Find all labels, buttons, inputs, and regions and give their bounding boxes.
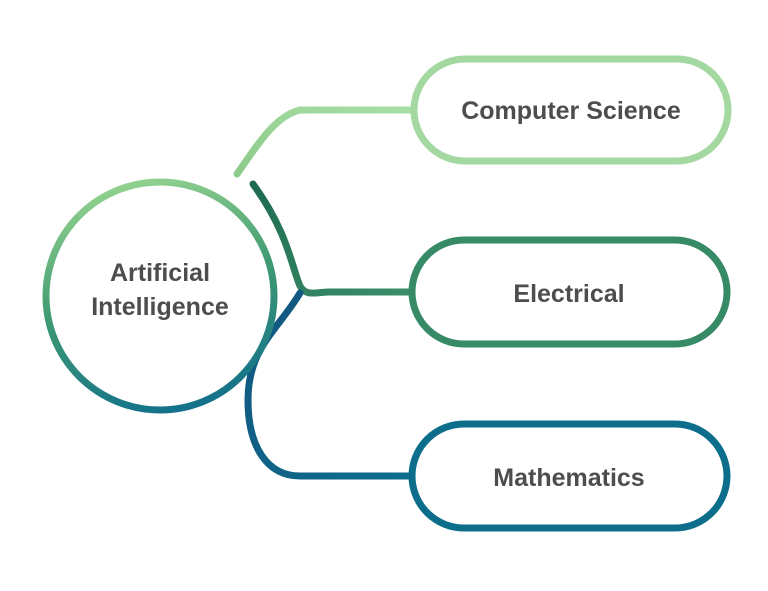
central-node-label-line-1: Artificial <box>110 259 210 287</box>
central-node-label-line-2: Intelligence <box>91 293 229 321</box>
connector-electrical <box>249 180 418 297</box>
central-node-artificial-intelligence[interactable] <box>42 178 278 414</box>
connector-computer-science <box>233 106 420 178</box>
branch-node-computer-science[interactable] <box>410 55 732 165</box>
branch-label-mathematics: Mathematics <box>493 464 644 492</box>
branch-node-electrical[interactable] <box>408 236 731 348</box>
branch-label-electrical: Electrical <box>513 280 624 308</box>
connector-mathematics <box>244 289 418 480</box>
branch-label-computer-science: Computer Science <box>461 97 681 125</box>
branch-node-mathematics[interactable] <box>408 420 731 532</box>
